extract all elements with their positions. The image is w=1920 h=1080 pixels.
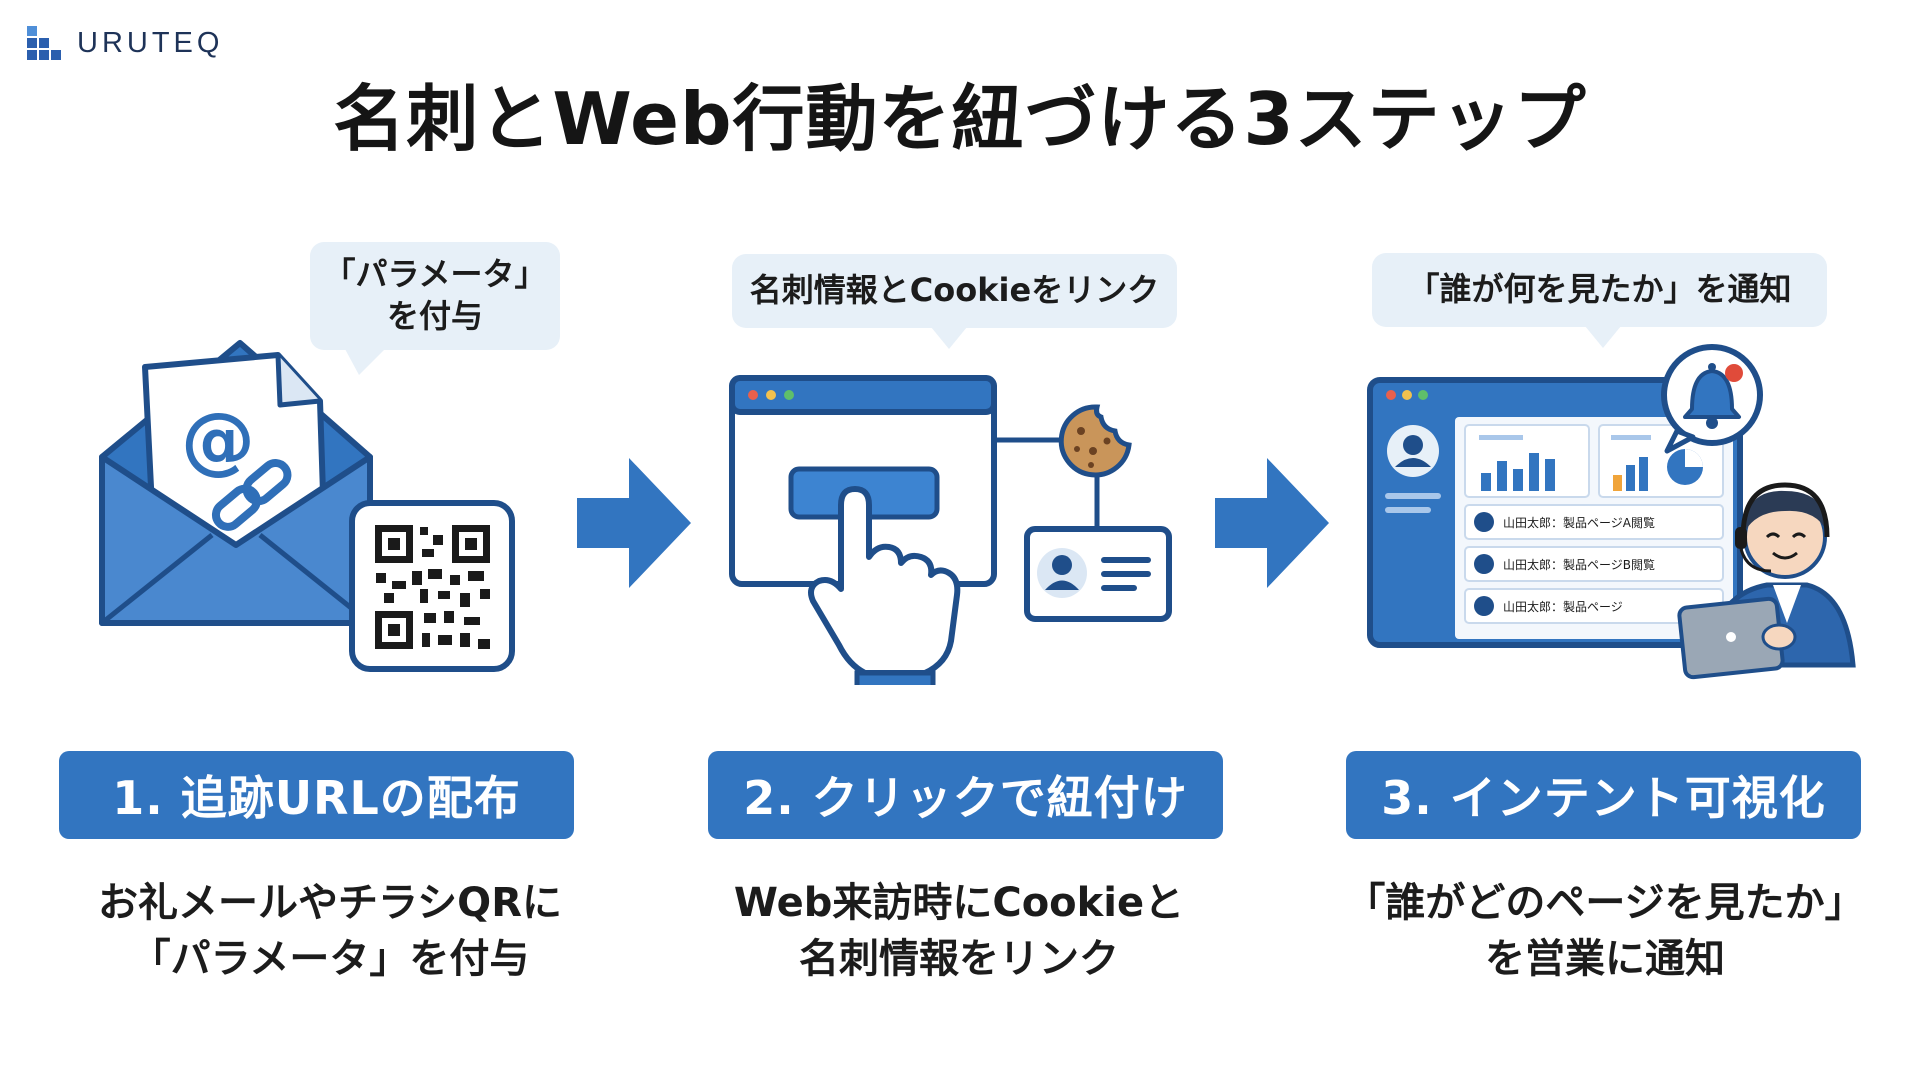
envelope-icon	[99, 340, 373, 626]
step-1-caption: お礼メールやチラシQRに 「パラメータ」を付与	[40, 875, 620, 987]
step-1-bubble-line-2: を付与	[386, 297, 483, 335]
dashboard-row: 山田太郎：製品ページ	[1464, 588, 1724, 624]
step-1-bubble: 「パラメータ」 を付与	[310, 242, 560, 350]
step-2: 名刺情報とCookieをリンク	[689, 245, 1229, 1025]
dashboard-icon: 山田太郎：製品ページA閲覧 山田太郎：製品ページB閲覧 山田太郎：製品ページ	[1367, 377, 1743, 648]
step-1-label: 1. 追跡URLの配布	[59, 751, 574, 839]
brand-logo: URUTEQ	[27, 24, 223, 62]
svg-text:@: @	[181, 397, 255, 483]
logo-mark-icon	[27, 26, 61, 60]
qr-code-icon	[349, 500, 515, 672]
operator-person-icon	[1677, 482, 1856, 680]
arrow-right-icon	[577, 458, 691, 588]
cookie-icon	[1058, 404, 1132, 478]
step-1-illustration: @	[99, 340, 515, 672]
dashboard-row-text: 山田太郎：製品ページB閲覧	[1503, 557, 1655, 572]
dashboard-row-text: 山田太郎：製品ページ	[1503, 599, 1623, 614]
link-icon	[211, 459, 292, 531]
step-3: 「誰が何を見たか」を通知	[1327, 245, 1867, 1025]
at-sign-icon: @	[181, 397, 255, 483]
dashboard-row: 山田太郎：製品ページA閲覧	[1464, 504, 1724, 540]
step-3-label: 3. インテント可視化	[1346, 751, 1861, 839]
page-title: 名刺とWeb行動を紐づける3ステップ	[333, 77, 1587, 161]
browser-window-icon	[729, 375, 997, 587]
step-1-caption-line-1: お礼メールやチラシQRに	[97, 880, 562, 926]
step-2-label: 2. クリックで紐付け	[708, 751, 1223, 839]
step-1-caption-line-2: 「パラメータ」を付与	[130, 936, 530, 982]
step-2-caption-line-2: 名刺情報をリンク	[799, 936, 1119, 982]
step-2-bubble-line-1: 名刺情報とCookieをリンク	[749, 271, 1160, 310]
step-1: 「パラメータ」 を付与 @	[40, 242, 580, 1025]
step-3-caption-line-2: を営業に通知	[1485, 936, 1725, 982]
pointer-hand-icon	[808, 486, 961, 685]
brand-name: URUTEQ	[77, 26, 224, 59]
dashboard-row-text: 山田太郎：製品ページA閲覧	[1503, 515, 1655, 530]
bell-icon	[1661, 344, 1763, 454]
step-2-illustration	[729, 375, 1172, 685]
step-2-bubble: 名刺情報とCookieをリンク	[732, 254, 1177, 328]
step-1-bubble-line-1: 「パラメータ」	[323, 255, 547, 294]
step-3-caption-line-1: 「誰がどのページを見たか」	[1345, 880, 1865, 926]
step-2-caption: Web来訪時にCookieと 名刺情報をリンク	[669, 875, 1249, 987]
step-2-caption-line-1: Web来訪時にCookieと	[733, 880, 1185, 926]
dashboard-row: 山田太郎：製品ページB閲覧	[1464, 546, 1724, 582]
step-3-bubble: 「誰が何を見たか」を通知	[1372, 253, 1827, 327]
step-3-bubble-line-1: 「誰が何を見たか」を通知	[1407, 270, 1792, 309]
arrow-right-icon	[1215, 458, 1329, 588]
step-3-illustration: 山田太郎：製品ページA閲覧 山田太郎：製品ページB閲覧 山田太郎：製品ページ	[1367, 344, 1856, 680]
id-card-icon	[1024, 526, 1172, 622]
step-3-caption: 「誰がどのページを見たか」 を営業に通知	[1315, 875, 1895, 987]
